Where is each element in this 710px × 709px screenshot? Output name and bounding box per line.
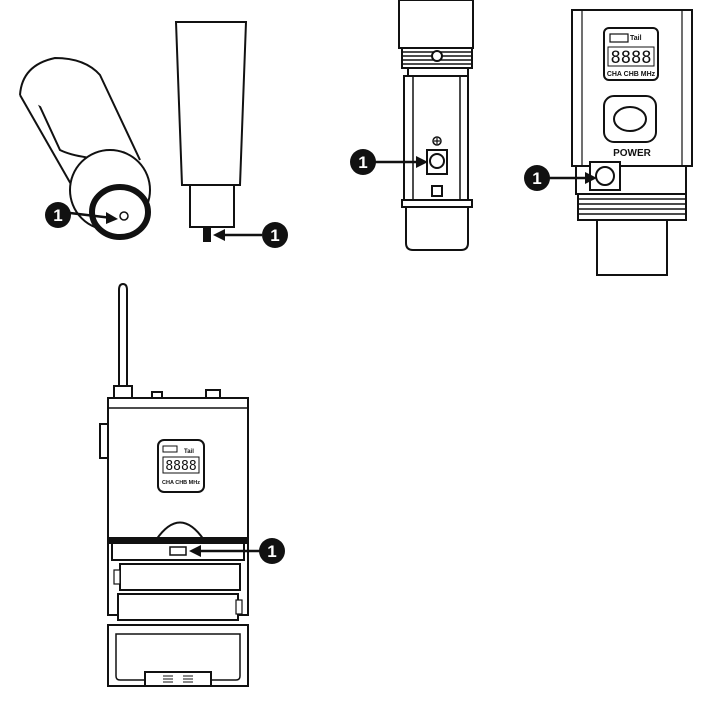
mic-grip xyxy=(405,206,469,251)
callout-e-arrow xyxy=(189,545,201,557)
cylinder-tube-view xyxy=(19,56,151,240)
callout-c-number: 1 xyxy=(358,153,367,172)
mic-lcd-digits: 8888 xyxy=(611,48,652,68)
callout-b: 1 xyxy=(262,222,288,248)
bodypack-side-button[interactable] xyxy=(99,423,109,459)
callout-d-number: 1 xyxy=(532,169,541,188)
callout-a-arrow xyxy=(106,212,118,224)
callout-e: 1 xyxy=(259,538,285,564)
callout-d-arrow xyxy=(585,172,597,184)
bodypack-antenna-base xyxy=(113,385,133,399)
bodypack-clip-ridges xyxy=(163,675,193,683)
mic-power-button[interactable] xyxy=(429,153,445,169)
mic-top-block xyxy=(398,0,474,49)
tube-end-pin xyxy=(119,211,129,221)
bodypack-lcd-digits-box xyxy=(162,456,200,474)
mic-lcd-power-button[interactable] xyxy=(595,166,615,186)
bodypack-clip xyxy=(144,671,212,687)
mic-lcd-digits-box xyxy=(607,46,655,67)
callout-c-arrow xyxy=(416,156,428,168)
callout-a-line xyxy=(69,211,113,220)
tube-end-cap xyxy=(89,184,151,240)
mic-screw xyxy=(431,50,443,62)
callout-c: 1 xyxy=(350,149,376,175)
mic-lcd-stem xyxy=(596,219,668,276)
mic-handle-pin xyxy=(203,226,211,242)
tube-outline xyxy=(19,56,141,161)
mic-lcd-thread-ridges xyxy=(578,198,686,215)
mic-battery-view xyxy=(398,0,474,251)
mic-handle-body xyxy=(174,21,248,186)
bodypack-battery-icon xyxy=(162,445,178,453)
callout-e-number: 1 xyxy=(267,542,276,561)
bodypack-lcd-digits: 8888 xyxy=(165,459,196,474)
mic-lcd-signal-label: Tail xyxy=(630,35,642,42)
mic-power-label: POWER xyxy=(613,148,652,159)
battery-icon xyxy=(609,33,629,43)
mic-handle-view xyxy=(174,21,248,242)
mic-lcd-view xyxy=(571,9,693,276)
mic-lcd-footer: CHA CHB MHz xyxy=(607,71,656,78)
bodypack-lcd-footer: CHA CHB MHz xyxy=(162,480,200,486)
callout-d: 1 xyxy=(524,165,550,191)
mic-rim xyxy=(407,67,469,77)
bodypack-signal-label: Tail xyxy=(184,449,194,455)
callout-a: 1 xyxy=(45,202,71,228)
bodypack-power-switch[interactable] xyxy=(169,546,187,556)
mic-lcd-thread xyxy=(577,193,687,221)
mic-handle-base xyxy=(189,184,235,228)
mic-clip xyxy=(431,185,443,197)
mic-power-key-face xyxy=(613,106,647,132)
callout-a-number: 1 xyxy=(53,206,62,225)
mic-lower-rim xyxy=(401,199,473,208)
bodypack-battery-slot-2 xyxy=(117,593,239,621)
callout-b-arrow xyxy=(213,229,225,241)
bodypack-view xyxy=(99,282,249,687)
bodypack-antenna xyxy=(118,282,128,387)
bodypack-jack xyxy=(205,389,221,399)
callout-b-number: 1 xyxy=(270,226,279,245)
bodypack-battery-slot-1 xyxy=(119,563,241,591)
